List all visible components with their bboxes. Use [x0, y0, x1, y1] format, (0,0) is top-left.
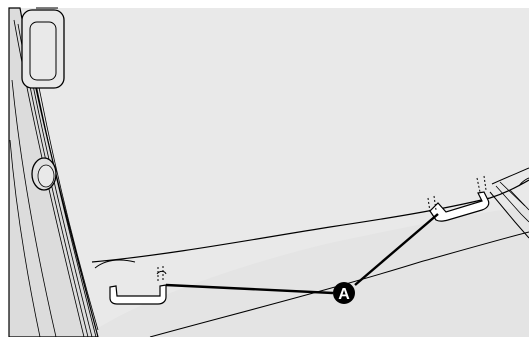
cushion-edge-line: [149, 231, 529, 337]
seat-crease-detail: [94, 259, 136, 269]
door-knob: [31, 157, 57, 191]
callout-a-circle: [333, 282, 355, 304]
anchor-bracket-left: [109, 266, 167, 305]
seatbelt-guide: [21, 7, 65, 89]
leader-line-left: [165, 283, 334, 295]
leader-line-right: [354, 213, 439, 286]
callout-a-label: A: [338, 286, 350, 303]
seat-cushion: [95, 206, 529, 337]
right-side-panel: [489, 167, 529, 239]
seat-crease-line: [91, 179, 529, 263]
anchor-bracket-middle: [427, 191, 490, 222]
callout-a: A: [333, 282, 355, 304]
